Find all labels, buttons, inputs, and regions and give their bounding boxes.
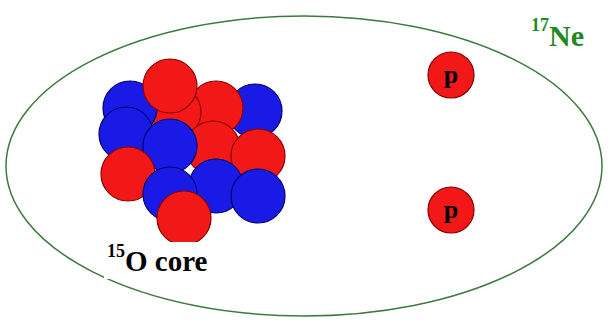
nuclide-label: 17Ne [528, 16, 587, 54]
proton-sphere [143, 59, 197, 113]
nuclide-label: 15O core [104, 242, 210, 279]
proton-sphere [428, 52, 474, 98]
neutron-sphere [231, 169, 285, 223]
mass-number: 17 [531, 16, 549, 34]
proton-letter: p [427, 186, 475, 234]
proton-letter: p [427, 51, 475, 99]
mass-number: 15 [107, 242, 125, 260]
proton: p [427, 51, 475, 99]
element-label: Ne [549, 16, 584, 54]
proton-sphere [157, 191, 211, 245]
core-cluster: 15O core [98, 56, 298, 288]
proton: p [427, 186, 475, 234]
nucleus-ellipse [6, 16, 602, 316]
proton-sphere [428, 187, 474, 233]
element-label: O core [125, 242, 207, 279]
